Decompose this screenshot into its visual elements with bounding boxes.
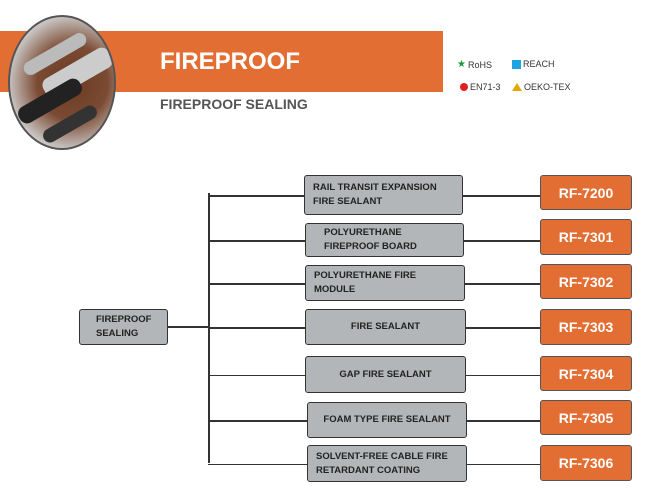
branch-line [467,463,540,465]
cert-en71: EN71-3 [460,82,501,92]
page-subtitle: FIREPROOF SEALING [160,96,308,112]
product-code: RF-7305 [540,400,632,435]
product-node: FOAM TYPE FIRE SEALANT [307,402,467,438]
cert-reach: REACH [512,59,555,69]
product-node: FIRE SEALANT [305,309,466,345]
branch-line [466,327,540,329]
product-node: RAIL TRANSIT EXPANSION FIRE SEALANT [304,175,463,215]
branch-line [466,374,540,376]
branch-line [465,283,540,285]
branch-line [208,327,305,329]
product-code: RF-7200 [540,175,632,210]
product-node: POLYURETHANE FIRE MODULE [305,265,465,301]
branch-line [464,240,540,242]
branch-line [208,240,305,242]
product-photo [8,15,116,150]
root-node: FIREPROOF SEALING [79,309,168,345]
branch-line [208,195,304,197]
product-node: SOLVENT-FREE CABLE FIRE RETARDANT COATIN… [307,445,467,482]
branch-line [467,420,540,422]
cert-oekotex: OEKO-TEX [512,82,571,92]
branch-line [463,195,540,197]
product-node: GAP FIRE SEALANT [305,356,466,393]
product-code: RF-7304 [540,356,632,391]
square-icon [512,59,521,69]
branch-line [208,420,307,422]
product-code: RF-7302 [540,264,632,299]
branch-line [208,374,305,376]
cert-rohs: ★RoHS [457,59,492,70]
page-title: FIREPROOF [160,48,301,75]
product-code: RF-7306 [540,445,632,481]
branch-line [208,283,305,285]
connector [167,326,208,328]
branch-line [208,463,307,465]
triangle-icon [512,83,522,91]
product-node: POLYURETHANE FIREPROOF BOARD [305,223,464,257]
circle-icon [460,83,468,91]
star-icon: ★ [457,59,466,70]
product-code: RF-7301 [540,219,632,255]
product-code: RF-7303 [540,309,632,345]
